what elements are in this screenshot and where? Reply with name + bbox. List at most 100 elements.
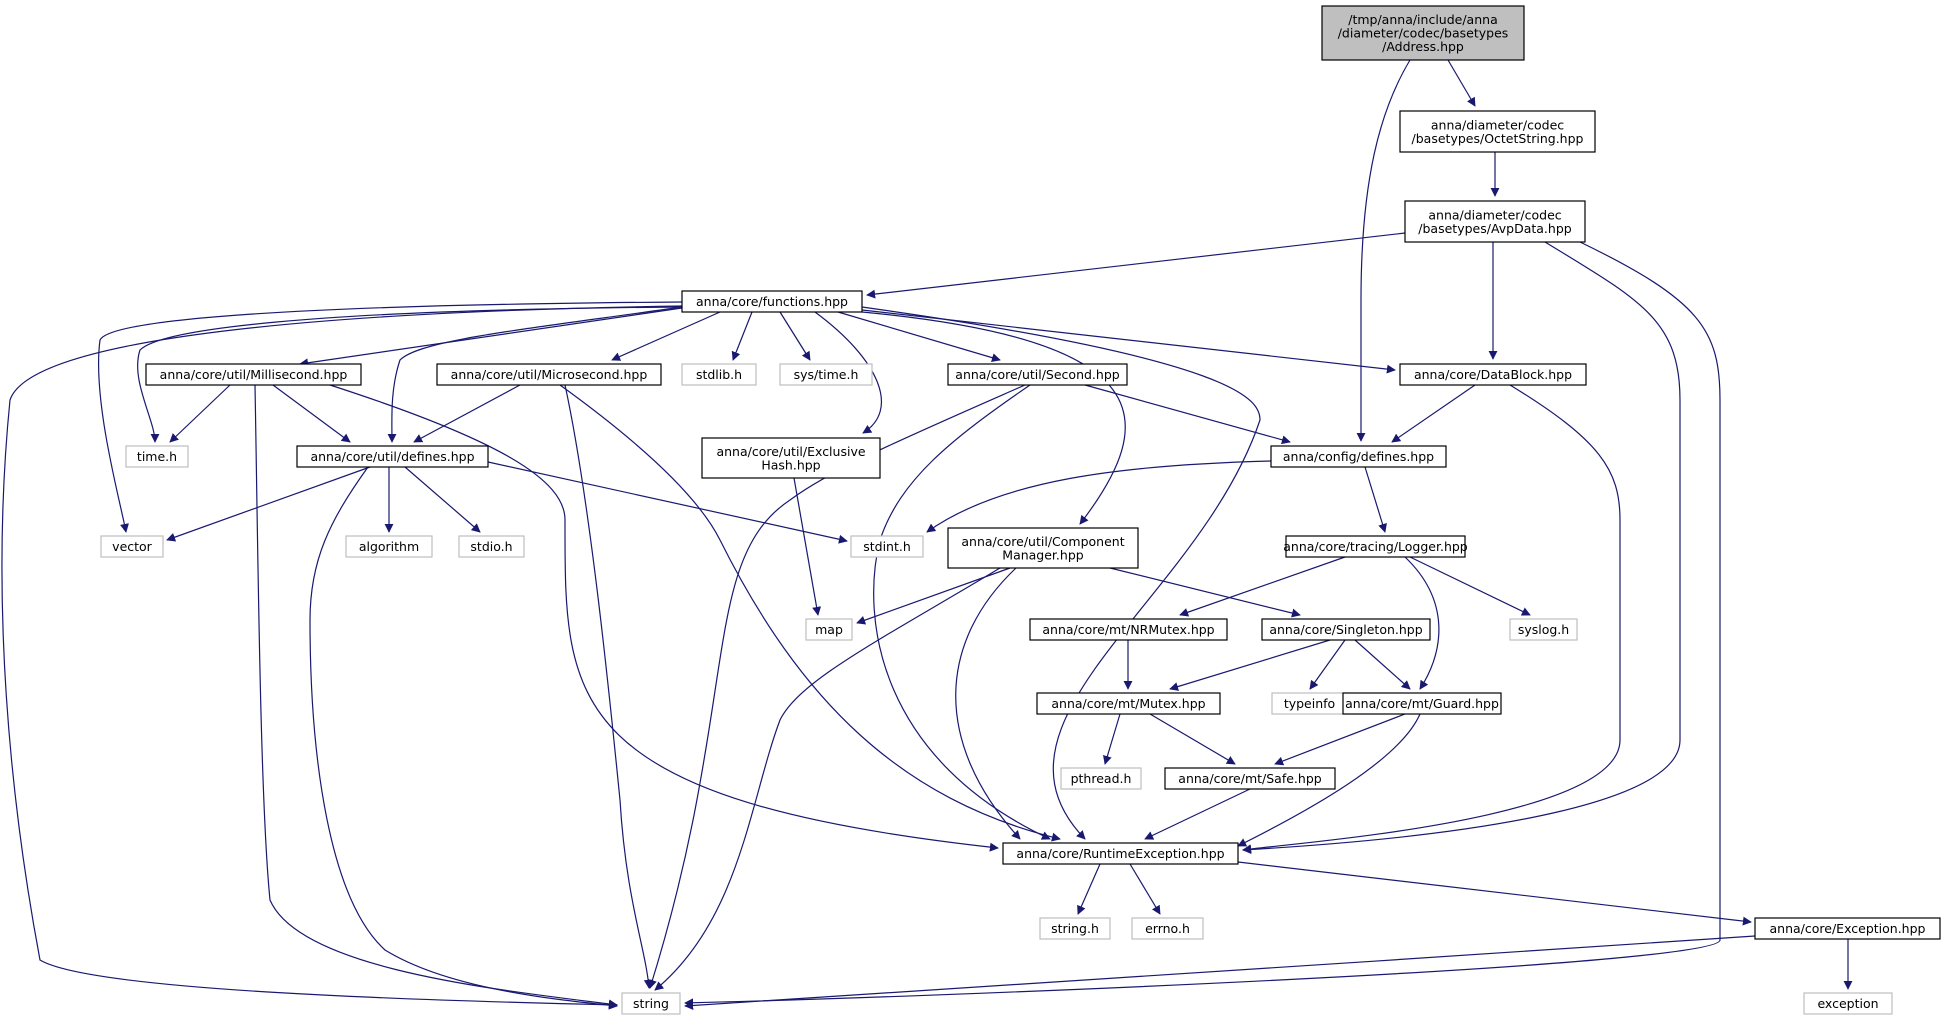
node-label: time.h [137, 449, 177, 464]
node-nrmutex[interactable]: anna/core/mt/NRMutex.hpp [1029, 618, 1228, 641]
edge-defines-to-string [309, 466, 618, 1010]
edge-microsecond-to-defines [413, 384, 521, 443]
node-defines[interactable]: anna/core/util/defines.hpp [296, 445, 489, 468]
node-label: Manager.hpp [1002, 547, 1083, 562]
node-mutex[interactable]: anna/core/mt/Mutex.hpp [1036, 692, 1221, 715]
edge-second-to-configdefines [1084, 384, 1291, 445]
node-functions[interactable]: anna/core/functions.hpp [681, 290, 863, 313]
edge-avpdata-to-string [684, 241, 1721, 1008]
node-logger[interactable]: anna/core/tracing/Logger.hpp [1283, 535, 1468, 558]
edge-address-to-octetstring [1447, 59, 1476, 107]
node-configdefines[interactable]: anna/config/defines.hpp [1270, 445, 1447, 468]
node-guard[interactable]: anna/core/mt/Guard.hpp [1342, 692, 1502, 715]
node-label: anna/core/RuntimeException.hpp [1016, 846, 1224, 861]
node-box [296, 445, 489, 468]
edge-functions-to-exclusivehash [814, 311, 882, 434]
edge-exception_hpp-to-string [684, 935, 1756, 1010]
node-box [701, 437, 881, 479]
node-label: anna/core/util/Second.hpp [955, 367, 1119, 382]
node-box [779, 363, 873, 386]
node-runtimeexception[interactable]: anna/core/RuntimeException.hpp [1002, 842, 1239, 865]
edge-microsecond-to-runtimeexception [559, 384, 1061, 842]
edge-functions-to-systime [779, 311, 811, 361]
node-box [345, 535, 433, 558]
edge-componentmanager-to-runtimeexception [955, 567, 1021, 840]
node-label: anna/diameter/codec [1431, 117, 1564, 132]
edge-functions-to-timeh [137, 306, 683, 443]
edge-logger-to-nrmutex [1179, 556, 1346, 617]
node-algorithm: algorithm [345, 535, 433, 558]
node-octetstring[interactable]: anna/diameter/codec/basetypes/OctetStrin… [1399, 110, 1596, 153]
node-label: sys/time.h [794, 367, 859, 382]
node-label: anna/core/mt/Guard.hpp [1345, 696, 1499, 711]
edge-configdefines-to-stdint [926, 460, 1272, 533]
node-box [1060, 767, 1142, 790]
node-label: anna/core/util/Exclusive [716, 444, 865, 459]
node-label: /basetypes/AvpData.hpp [1418, 221, 1571, 236]
node-box [947, 363, 1128, 386]
node-box [436, 363, 662, 386]
edge-defines-to-stdio [404, 466, 481, 533]
node-stdlib: stdlib.h [681, 363, 757, 386]
node-label: anna/core/util/defines.hpp [310, 449, 474, 464]
node-millisecond[interactable]: anna/core/util/Millisecond.hpp [145, 363, 362, 386]
node-label: anna/core/mt/Mutex.hpp [1051, 696, 1205, 711]
node-box [1321, 5, 1525, 61]
node-label: anna/core/functions.hpp [696, 294, 848, 309]
node-box [681, 290, 863, 313]
node-typeinfo: typeinfo [1271, 692, 1348, 715]
node-safe[interactable]: anna/core/mt/Safe.hpp [1164, 767, 1336, 790]
edge-functions-to-millisecond [299, 307, 683, 368]
edge-mutex-to-safe [1149, 713, 1236, 765]
node-box [850, 535, 924, 558]
edge-safe-to-runtimeexception [1144, 788, 1251, 840]
node-box [1399, 110, 1596, 153]
edge-avpdata-to-functions [866, 232, 1406, 299]
node-stringh: string.h [1039, 917, 1111, 940]
node-label: anna/core/util/Component [961, 534, 1124, 549]
node-label: /Address.hpp [1382, 39, 1464, 54]
node-label: syslog.h [1518, 622, 1569, 637]
node-avpdata[interactable]: anna/diameter/codec/basetypes/AvpData.hp… [1404, 200, 1586, 243]
node-box [1131, 917, 1204, 940]
node-singleton[interactable]: anna/core/Singleton.hpp [1261, 618, 1431, 641]
edge-millisecond-to-runtimeexception [329, 384, 999, 852]
node-label: anna/core/mt/NRMutex.hpp [1042, 622, 1214, 637]
node-label: /diameter/codec/basetypes [1338, 26, 1509, 41]
edge-millisecond-to-string [254, 384, 618, 1009]
node-label: pthread.h [1071, 771, 1132, 786]
node-microsecond[interactable]: anna/core/util/Microsecond.hpp [436, 363, 662, 386]
node-label: anna/config/defines.hpp [1283, 449, 1434, 464]
node-box [1404, 200, 1586, 243]
node-box [100, 535, 164, 558]
node-box [681, 363, 757, 386]
edge-singleton-to-guard [1354, 639, 1411, 690]
node-box [1164, 767, 1336, 790]
edge-runtimeexception-to-stringh [1077, 863, 1101, 915]
edge-runtimeexception-to-errno [1129, 863, 1161, 915]
node-label: anna/core/util/Millisecond.hpp [160, 367, 348, 382]
node-second[interactable]: anna/core/util/Second.hpp [947, 363, 1128, 386]
edge-componentmanager-to-singleton [1109, 567, 1301, 618]
edge-configdefines-to-logger [1364, 466, 1387, 533]
node-label: anna/core/util/Microsecond.hpp [451, 367, 648, 382]
edge-functions-to-microsecond [611, 311, 721, 361]
nodes-layer: /tmp/anna/include/anna/diameter/codec/ba… [100, 5, 1941, 1015]
node-box [1342, 692, 1502, 715]
node-label: stdio.h [470, 539, 512, 554]
node-box [1039, 917, 1111, 940]
node-box [1029, 618, 1228, 641]
node-datablock[interactable]: anna/core/DataBlock.hpp [1399, 363, 1587, 386]
node-timeh: time.h [125, 445, 189, 468]
node-exception_hpp[interactable]: anna/core/Exception.hpp [1754, 917, 1941, 940]
node-label: vector [112, 539, 153, 554]
node-box [1270, 445, 1447, 468]
node-label: algorithm [359, 539, 419, 554]
node-stdio: stdio.h [458, 535, 525, 558]
edge-microsecond-to-string [564, 384, 653, 989]
edge-mutex-to-pthread [1103, 713, 1121, 765]
node-address[interactable]: /tmp/anna/include/anna/diameter/codec/ba… [1321, 5, 1525, 61]
